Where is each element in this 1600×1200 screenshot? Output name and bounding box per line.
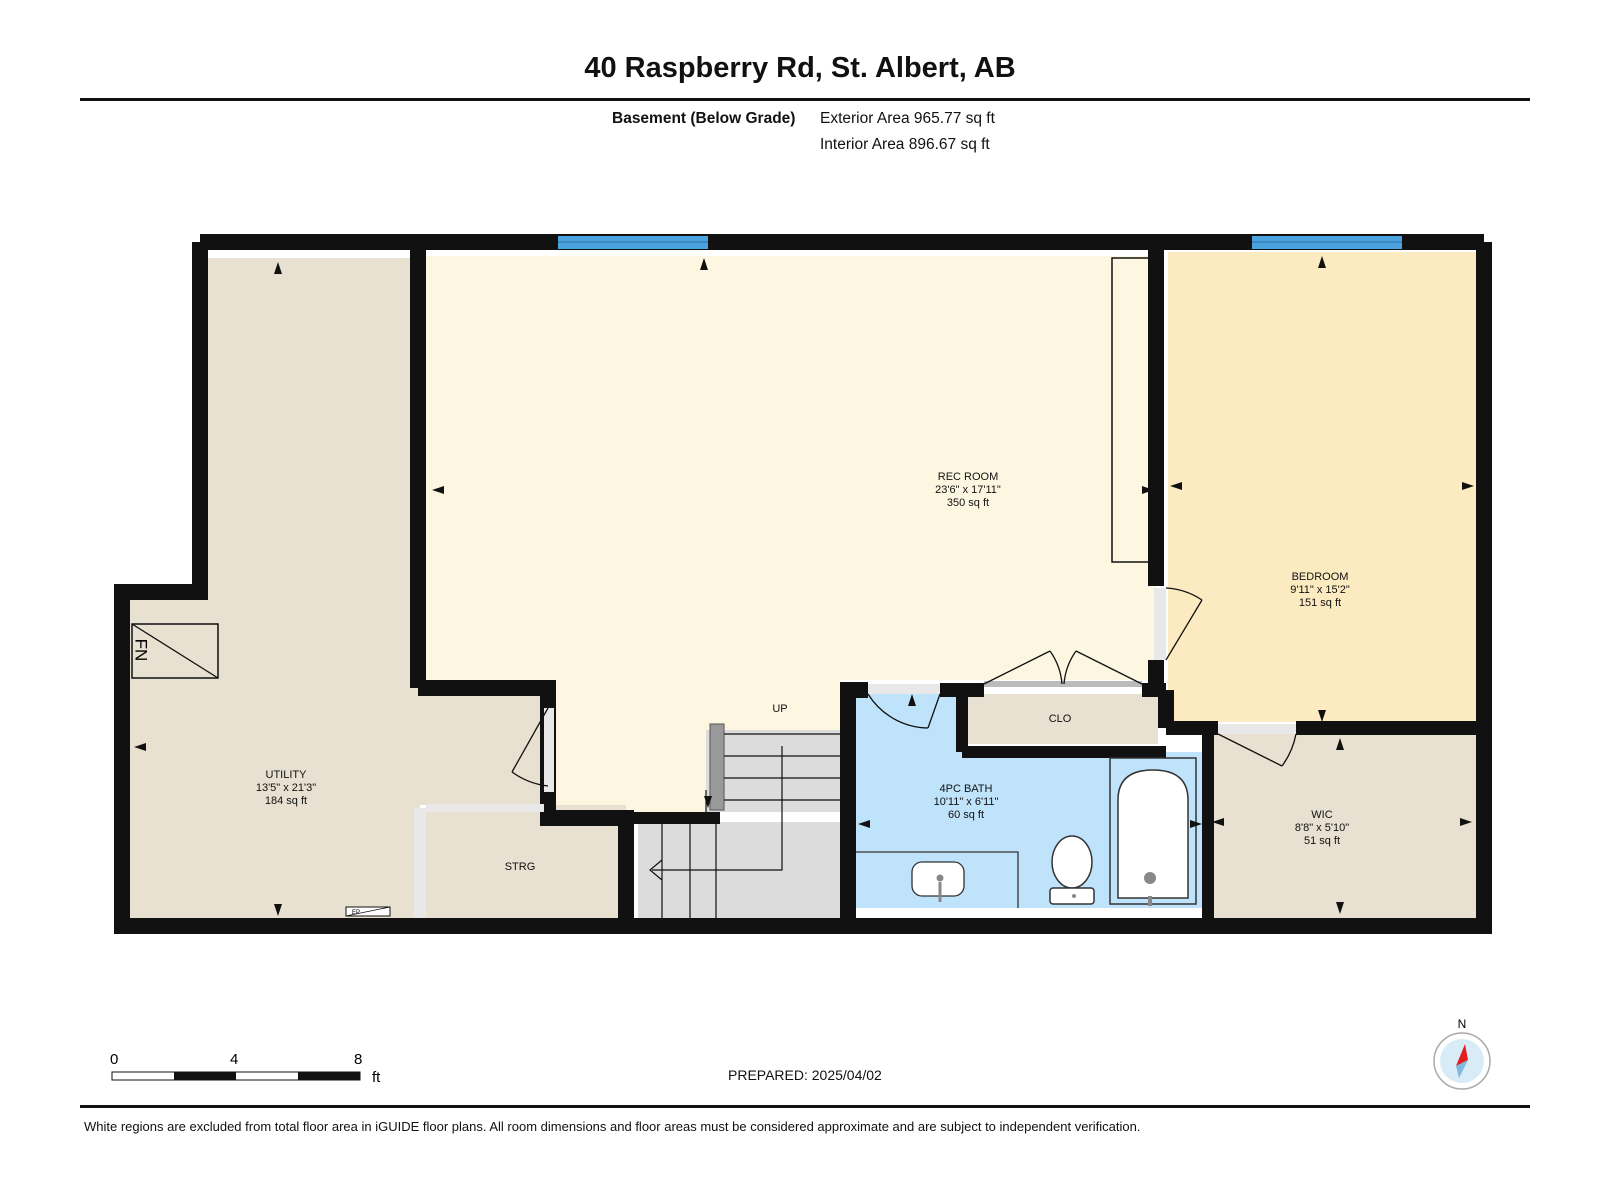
- scale-tick-0: 0: [110, 1051, 118, 1068]
- furnace-label: FN: [132, 639, 151, 662]
- wic-area: 51 sq ft: [1304, 835, 1340, 847]
- electrical-panel-label: EP: [352, 910, 360, 916]
- header-rule: [80, 98, 1530, 101]
- exterior-area: Exterior Area 965.77 sq ft: [820, 110, 995, 127]
- doors: [414, 587, 1297, 918]
- footer-rule: [80, 1105, 1530, 1108]
- bath-dims: 10'11" x 6'11": [934, 796, 999, 808]
- clo-fill[interactable]: [968, 694, 1158, 744]
- rec-room-closet: [1111, 257, 1157, 563]
- windows: [558, 236, 1402, 249]
- bedroom-dims: 9'11" x 15'2": [1290, 584, 1350, 596]
- scale-tick-4: 4: [230, 1051, 238, 1068]
- sink-icon: [856, 851, 1019, 908]
- bedroom-area: 151 sq ft: [1299, 597, 1341, 609]
- bath-area: 60 sq ft: [948, 809, 984, 821]
- utility-dims: 13'5" x 21'3": [256, 782, 316, 794]
- bath-name: 4PC BATH: [940, 783, 993, 795]
- wic-fill[interactable]: [1212, 734, 1476, 918]
- room-labels: REC ROOM 23'6" x 17'11" 350 sq ft BEDROO…: [256, 471, 1350, 873]
- utility-name: UTILITY: [266, 769, 308, 781]
- scale-tick-8: 8: [354, 1051, 362, 1068]
- wic-dims: 8'8" x 5'10": [1295, 822, 1349, 834]
- compass-icon: N: [1433, 1017, 1491, 1090]
- interior-area: Interior Area 896.67 sq ft: [820, 136, 990, 153]
- strg-name: STRG: [505, 861, 536, 873]
- bathtub-icon: [1109, 757, 1197, 906]
- stairs-icon: [649, 723, 840, 918]
- page-title: 40 Raspberry Rd, St. Albert, AB: [584, 52, 1016, 84]
- electrical-panel-icon: EP: [345, 906, 391, 917]
- up-label: UP: [772, 703, 787, 715]
- rec-room-dims: 23'6" x 17'11": [935, 484, 1001, 496]
- rec-room-fill[interactable]: [426, 256, 1156, 812]
- room-fills: [130, 252, 1476, 918]
- scale-bar: 0 4 8 ft: [110, 1051, 381, 1086]
- bedroom-name: BEDROOM: [1292, 571, 1349, 583]
- bedroom-fill[interactable]: [1168, 252, 1476, 722]
- disclaimer: White regions are excluded from total fl…: [84, 1119, 1141, 1134]
- compass-north-label: N: [1458, 1017, 1467, 1031]
- arrowhead-icon: [134, 256, 1474, 916]
- rec-room-area: 350 sq ft: [947, 497, 989, 509]
- furnace-icon: FN: [131, 623, 219, 679]
- scale-unit: ft: [372, 1069, 381, 1086]
- toilet-icon: [1049, 835, 1095, 905]
- prepared-date: PREPARED: 2025/04/02: [728, 1067, 882, 1083]
- utility-area: 184 sq ft: [265, 795, 307, 807]
- rec-room-name: REC ROOM: [938, 471, 999, 483]
- clo-name: CLO: [1049, 713, 1072, 725]
- level-name: Basement (Below Grade): [612, 110, 796, 127]
- utility-fill[interactable]: [130, 258, 548, 918]
- stairs-upper-fill: [706, 730, 840, 812]
- wic-name: WIC: [1311, 809, 1332, 821]
